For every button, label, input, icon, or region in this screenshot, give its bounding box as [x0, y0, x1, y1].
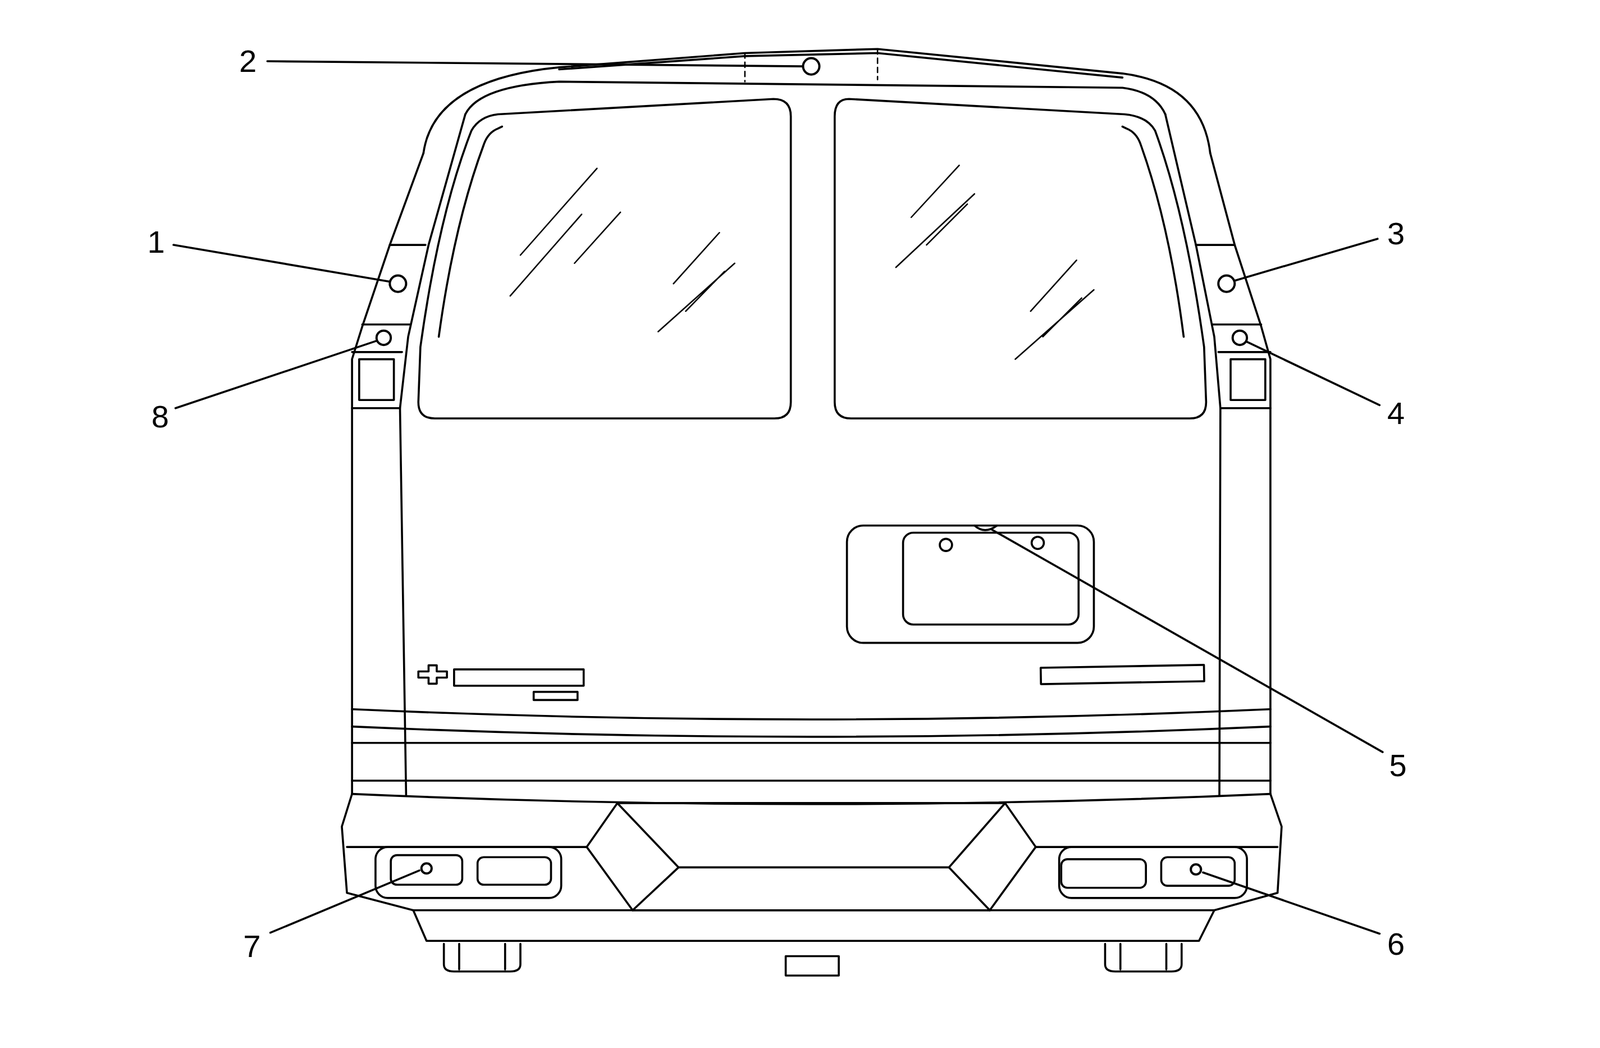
leader-line	[270, 870, 420, 933]
badge	[454, 669, 584, 686]
leader-line	[267, 61, 803, 67]
bumper	[413, 910, 1215, 941]
van-body-outline	[352, 407, 1271, 410]
tire-and-hitch	[785, 955, 840, 976]
callout-point	[1218, 275, 1235, 292]
bumper	[1160, 856, 1235, 886]
rear-window	[418, 98, 1206, 419]
tire-and-hitch	[1104, 943, 1182, 972]
callout-point	[1232, 330, 1247, 345]
bumper	[617, 802, 1006, 911]
tire-and-hitch	[444, 943, 1182, 976]
callout-number: 3	[1386, 217, 1406, 250]
callout-point	[1190, 864, 1201, 875]
license-plate-recess	[903, 532, 1080, 625]
van-body-outline	[352, 48, 1271, 796]
leader-line	[175, 340, 377, 409]
van-body-outline	[400, 113, 466, 796]
side-marker-lamp	[1230, 359, 1266, 401]
window-glare	[657, 232, 735, 332]
window-glare	[510, 168, 621, 296]
callout-number: 6	[1386, 928, 1406, 960]
callout-point	[376, 58, 1247, 875]
rear-window	[418, 98, 791, 419]
license-plate-recess	[847, 525, 1095, 643]
license-plate-recess	[939, 538, 953, 551]
callout-point	[421, 862, 432, 873]
bumper	[586, 802, 1036, 911]
van-body-outline	[362, 323, 1261, 326]
window-glare	[896, 165, 975, 268]
badge	[418, 664, 1205, 700]
callout-point	[802, 58, 820, 75]
rear-window	[834, 98, 1207, 419]
callout-number: 4	[1386, 397, 1406, 429]
rear-window	[1122, 126, 1184, 337]
side-marker-lamp	[359, 359, 395, 401]
bumper	[375, 846, 562, 898]
bumper	[341, 793, 1282, 911]
badge	[418, 665, 447, 684]
license-plate-recess	[1031, 536, 1045, 550]
van-body-outline	[352, 153, 424, 794]
callout-number: 7	[241, 930, 262, 962]
bumper	[1061, 858, 1146, 888]
tire-and-hitch	[1120, 943, 1167, 969]
tire-and-hitch	[444, 943, 521, 972]
leader-line	[1203, 871, 1380, 934]
callout-number: 1	[146, 226, 167, 258]
bumper	[352, 709, 1271, 720]
bumper	[341, 709, 1282, 941]
window-glare	[1015, 259, 1095, 359]
bumper	[390, 855, 463, 885]
bumper	[352, 726, 1271, 737]
bumper	[1059, 846, 1247, 898]
bumper	[477, 856, 552, 885]
callout-number: 2	[238, 45, 258, 77]
license-plate-recess	[847, 525, 1095, 643]
side-marker-lamp	[359, 359, 1266, 401]
van-body-outline	[352, 350, 1271, 354]
leader-line	[173, 244, 390, 282]
leader-line	[1234, 238, 1378, 281]
van-body-outline	[1165, 113, 1221, 796]
leader-line	[173, 61, 1383, 934]
van-body-outline	[389, 243, 1235, 246]
callout-point	[376, 330, 391, 345]
bumper	[352, 779, 1271, 782]
badge	[1040, 664, 1205, 684]
leader-line	[992, 529, 1383, 752]
callout-number: 8	[150, 400, 171, 433]
tire-and-hitch	[459, 943, 506, 969]
bumper	[352, 741, 1271, 744]
callout-point	[389, 275, 406, 292]
rear-window	[439, 126, 503, 337]
callout-number: 5	[1388, 749, 1408, 781]
badge	[533, 691, 578, 701]
window-glare	[510, 165, 1095, 359]
leader-line	[1246, 341, 1380, 406]
